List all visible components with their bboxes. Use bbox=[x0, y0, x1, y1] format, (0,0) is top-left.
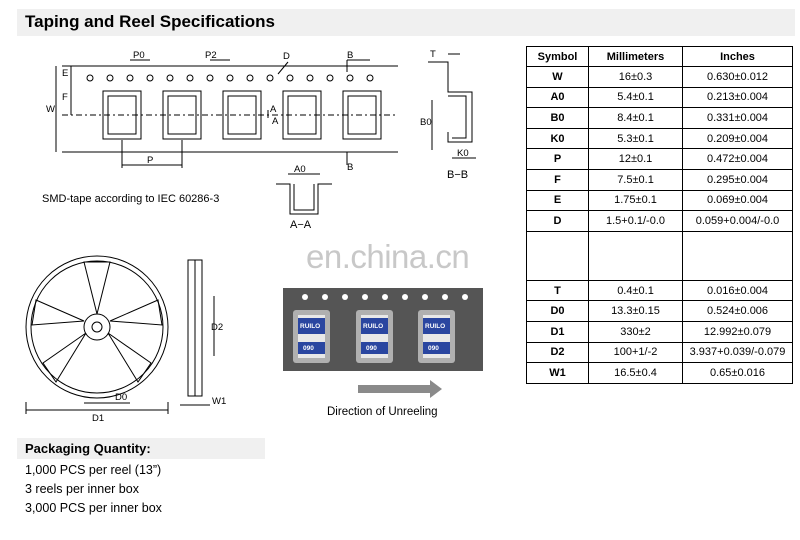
svg-text:090: 090 bbox=[366, 345, 377, 352]
packaging-line: 3 reels per inner box bbox=[25, 482, 139, 496]
label-f: F bbox=[62, 92, 68, 103]
label-b0: B0 bbox=[420, 117, 432, 128]
tape-photo: RUILO RUILO RUILO 090 090 090 bbox=[283, 288, 483, 398]
packaging-line: 1,000 PCS per reel (13”) bbox=[25, 463, 162, 477]
label-w: W bbox=[46, 104, 55, 115]
tape-pockets bbox=[102, 90, 382, 140]
sprocket-holes bbox=[86, 74, 374, 82]
table-header-row: Symbol Millimeters Inches bbox=[526, 46, 793, 67]
watermark: en.china.cn bbox=[306, 238, 470, 275]
label-b-bottom: B bbox=[347, 162, 353, 173]
page-title: Taping and Reel Specifications bbox=[25, 12, 276, 31]
label-d2: D2 bbox=[211, 322, 223, 333]
label-p: P bbox=[147, 155, 153, 166]
section-bb-label: B−B bbox=[447, 169, 468, 181]
component-1 bbox=[293, 310, 330, 363]
component-3 bbox=[418, 310, 455, 363]
title-bar: Taping and Reel Specifications bbox=[17, 9, 795, 36]
svg-text:RUILO: RUILO bbox=[425, 323, 445, 330]
header-mm: Millimeters bbox=[588, 46, 683, 67]
label-e: E bbox=[62, 68, 68, 79]
svg-text:090: 090 bbox=[428, 345, 439, 352]
svg-text:RUILO: RUILO bbox=[300, 323, 320, 330]
label-t: T bbox=[430, 49, 436, 60]
table-gap-row bbox=[526, 231, 793, 281]
header-inch: Inches bbox=[682, 46, 793, 67]
packaging-title: Packaging Quantity: bbox=[25, 441, 151, 456]
label-p0: P0 bbox=[133, 50, 145, 61]
svg-text:090: 090 bbox=[303, 345, 314, 352]
header-symbol: Symbol bbox=[526, 46, 589, 67]
label-a-right: A bbox=[272, 116, 279, 127]
component-2 bbox=[356, 310, 393, 363]
unreeling-arrow bbox=[358, 380, 442, 398]
svg-text:RUILO: RUILO bbox=[363, 323, 383, 330]
label-k0: K0 bbox=[457, 148, 469, 159]
label-p2: P2 bbox=[205, 50, 217, 61]
label-d: D bbox=[283, 51, 290, 62]
label-d0: D0 bbox=[115, 392, 127, 403]
reel-drawing bbox=[25, 255, 215, 414]
packaging-line: 3,000 PCS per inner box bbox=[25, 501, 162, 515]
direction-label: Direction of Unreeling bbox=[327, 406, 438, 418]
label-b-top: B bbox=[347, 50, 353, 61]
packaging-title-bar: Packaging Quantity: bbox=[17, 438, 265, 459]
tape-note: SMD-tape according to IEC 60286-3 bbox=[42, 193, 220, 205]
section-aa-label: A−A bbox=[290, 219, 312, 231]
label-a-left: A bbox=[270, 104, 277, 115]
label-a0: A0 bbox=[294, 164, 306, 175]
label-d1: D1 bbox=[92, 413, 104, 424]
label-w1: W1 bbox=[212, 396, 226, 407]
